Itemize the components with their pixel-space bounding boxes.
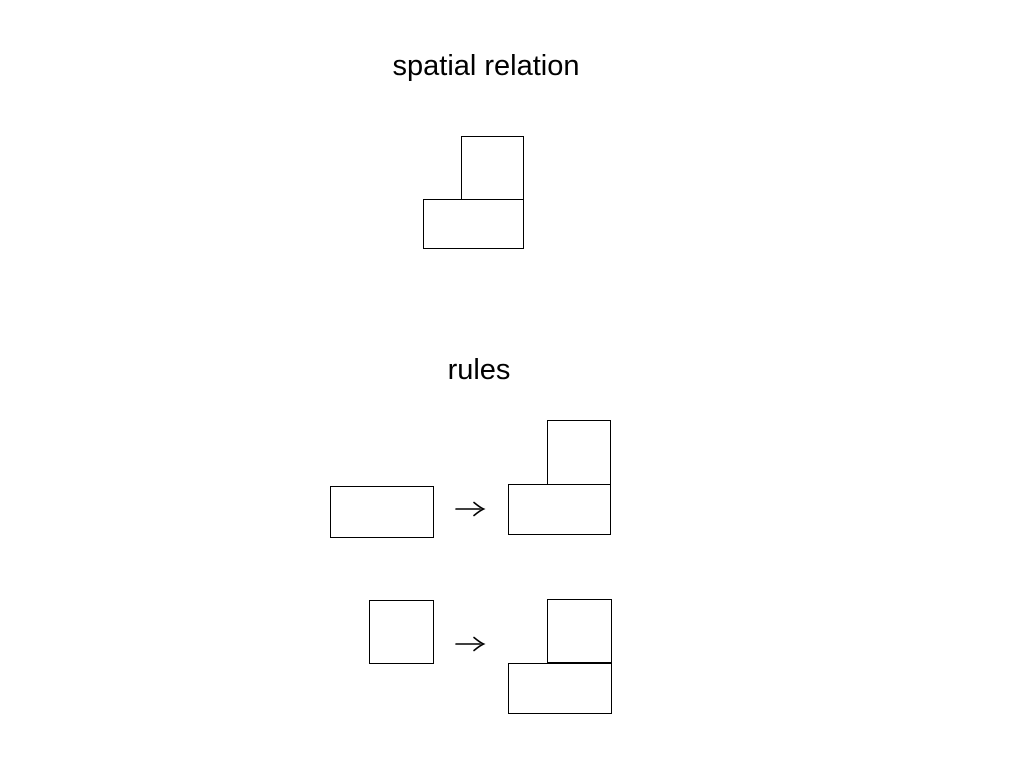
rules-title: rules bbox=[447, 354, 511, 386]
page-title: spatial relation bbox=[392, 50, 580, 82]
rule2-lhs-square bbox=[369, 600, 434, 664]
rule2-rhs-rectangle bbox=[508, 663, 612, 714]
rule1-lhs-rectangle bbox=[330, 486, 434, 538]
example-square bbox=[461, 136, 524, 200]
rule1-rhs-square bbox=[547, 420, 611, 485]
arrow-icon bbox=[452, 498, 488, 520]
rule1-rhs-rectangle bbox=[508, 484, 611, 535]
arrow-icon bbox=[452, 633, 488, 655]
example-rectangle bbox=[423, 199, 524, 249]
rule2-rhs-square bbox=[547, 599, 612, 663]
